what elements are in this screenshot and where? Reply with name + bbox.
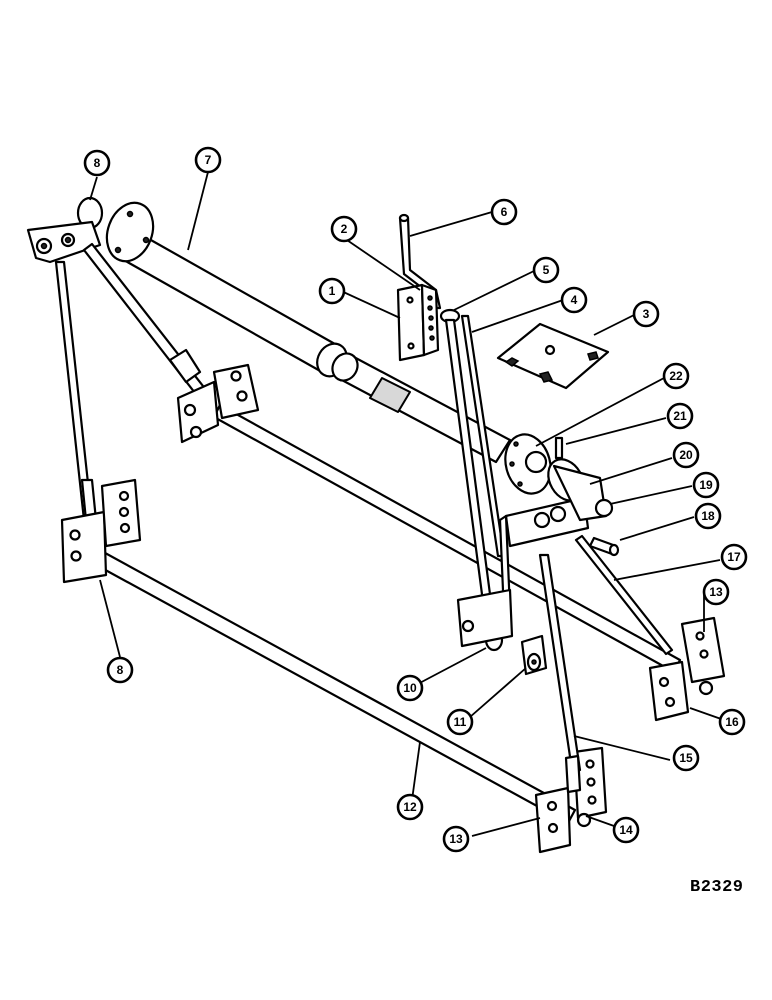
callout-label: 17: [727, 550, 741, 564]
callout-label: 5: [543, 263, 550, 277]
left-lower-hinge-bracket: [60, 478, 142, 584]
callout: 2: [330, 215, 358, 243]
pivot-bracket: [456, 458, 614, 648]
callout-label: 10: [403, 681, 417, 695]
callout-label: 22: [669, 369, 683, 383]
adjust-bracket: [396, 283, 440, 362]
callout: 13: [442, 825, 470, 853]
link-15: [538, 553, 582, 794]
callout: 13: [702, 578, 730, 606]
callout: 21: [666, 402, 694, 430]
middle-hinge-bracket: [176, 363, 260, 444]
upper-cross-rod: [212, 403, 682, 674]
callout-label: 8: [117, 663, 124, 677]
callout-label: 13: [709, 585, 723, 599]
callout-label: 2: [341, 222, 348, 236]
callout-label: 1: [329, 284, 336, 298]
callout-label: 7: [205, 153, 212, 167]
callout-label: 19: [699, 478, 713, 492]
leader-lines: [89, 171, 725, 837]
callout: 8: [83, 149, 111, 177]
mounting-plate: [496, 322, 610, 390]
callout-label: 18: [701, 509, 715, 523]
callout-label: 4: [571, 293, 578, 307]
callout-label: 6: [501, 205, 508, 219]
callout: 8: [106, 656, 134, 684]
drawing-number: B2329: [690, 878, 744, 897]
callout: 10: [396, 674, 424, 702]
callout-label: 21: [673, 409, 687, 423]
bottom-hinge-bracket: [534, 746, 608, 854]
clevis-11: [520, 634, 548, 676]
callout: 3: [632, 300, 660, 328]
callout-label: 16: [725, 715, 739, 729]
callout-label: 12: [403, 800, 417, 814]
left-vertical-link: [54, 260, 98, 522]
callout: 17: [720, 543, 748, 571]
callout-label: 15: [679, 751, 693, 765]
callout: 6: [490, 198, 518, 226]
callout: 14: [612, 816, 640, 844]
callout: 22: [662, 362, 690, 390]
callout-label: 14: [619, 823, 633, 837]
callout: 1: [318, 277, 346, 305]
callout: 12: [396, 793, 424, 821]
pin: [588, 536, 620, 557]
link-17: [574, 534, 674, 656]
callout: 7: [194, 146, 222, 174]
callout: 11: [446, 708, 474, 736]
right-hinge-bracket: [648, 616, 726, 722]
callout: 16: [718, 708, 746, 736]
callout-label: 20: [679, 448, 693, 462]
callout: 4: [560, 286, 588, 314]
left-lever-assembly: [26, 196, 104, 264]
callout: 5: [532, 256, 560, 284]
callout: 15: [672, 744, 700, 772]
callout: 19: [692, 471, 720, 499]
callout: 20: [672, 441, 700, 469]
hub-assembly: [504, 433, 564, 495]
callout: 18: [694, 502, 722, 530]
callout-label: 13: [449, 832, 463, 846]
callout-label: 11: [454, 715, 467, 729]
callout-label: 3: [643, 307, 650, 321]
callout-label: 8: [94, 156, 101, 170]
lower-cross-rod: [84, 544, 577, 825]
